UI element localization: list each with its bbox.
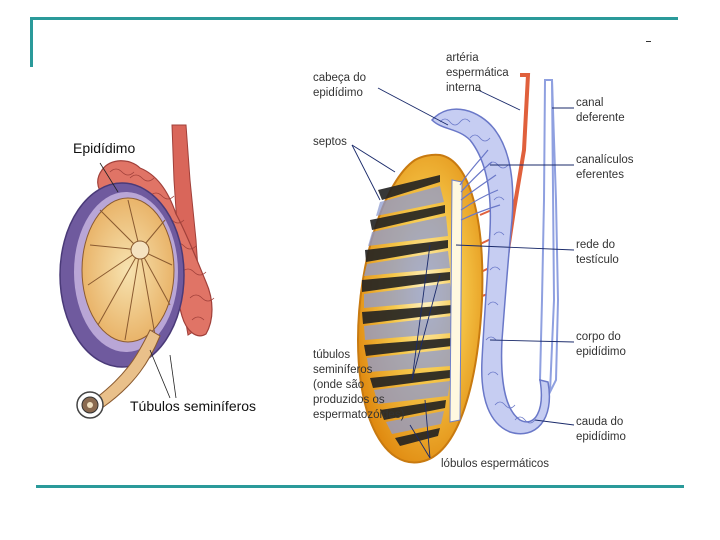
right-vas-deferens-2	[549, 79, 556, 393]
tubule-cross-section-lumen	[87, 402, 93, 408]
label-tubulos-produzidos: produzidos os	[313, 394, 385, 406]
left-lobules	[81, 197, 175, 343]
label-rede-testiculo: testículo	[576, 254, 619, 266]
label-canaliculos: canalículos	[576, 154, 634, 166]
right-testis-figure: cabeça do epidídimo artéria espermática …	[313, 52, 634, 470]
frame-left-line	[30, 17, 33, 67]
label-canal: canal	[576, 97, 604, 109]
label-tubulos-onde-sao: (onde são	[313, 379, 364, 391]
frame-bottom-line	[36, 485, 684, 488]
label-rede-do: rede do	[576, 239, 615, 251]
tubules-leader-1	[149, 349, 171, 399]
dash-mark	[646, 41, 651, 42]
right-efferent-ductules	[459, 149, 501, 221]
label-lobulos-espermaticos: lóbulos espermáticos	[441, 458, 549, 470]
label-arteria: artéria	[446, 52, 479, 64]
left-rete	[130, 240, 150, 260]
label-arteria-interna: interna	[446, 82, 482, 94]
label-corpo-epididimo: epidídimo	[576, 346, 626, 358]
label-canal-deferente: deferente	[576, 112, 625, 124]
label-tubulos-espermatozoides: espermatozóides)	[313, 409, 405, 421]
right-leader-lines	[351, 87, 575, 459]
epididymis-leader	[99, 162, 119, 193]
label-cauda-do: cauda do	[576, 416, 623, 428]
tubules-leader-2	[169, 354, 177, 399]
right-rete-testis	[449, 179, 463, 423]
right-epididymis-coils	[439, 118, 536, 424]
label-cabeca-epididimo: epidídimo	[313, 87, 363, 99]
left-testis-figure: Epidídimo Túbulos seminíferos	[59, 124, 256, 419]
right-seminiferous-tubules	[364, 186, 452, 434]
label-corpo-do: corpo do	[576, 331, 621, 343]
label-tubulos-seminiferos: Túbulos seminíferos	[130, 398, 256, 414]
frame-top-line	[30, 17, 678, 20]
label-epididimo: Epidídimo	[73, 140, 135, 156]
label-tubulos: túbulos	[313, 349, 350, 361]
label-septos: septos	[313, 136, 347, 148]
right-vas-deferens	[538, 79, 560, 399]
label-tubulos-seminiferos-r: seminíferos	[313, 364, 373, 376]
label-cauda-epididimo: epidídimo	[576, 431, 626, 443]
label-canaliculos-eferentes: eferentes	[576, 169, 624, 181]
label-cabeca-do: cabeça do	[313, 72, 366, 84]
label-arteria-espermatica: espermática	[446, 67, 509, 79]
right-epididymis	[430, 108, 551, 435]
